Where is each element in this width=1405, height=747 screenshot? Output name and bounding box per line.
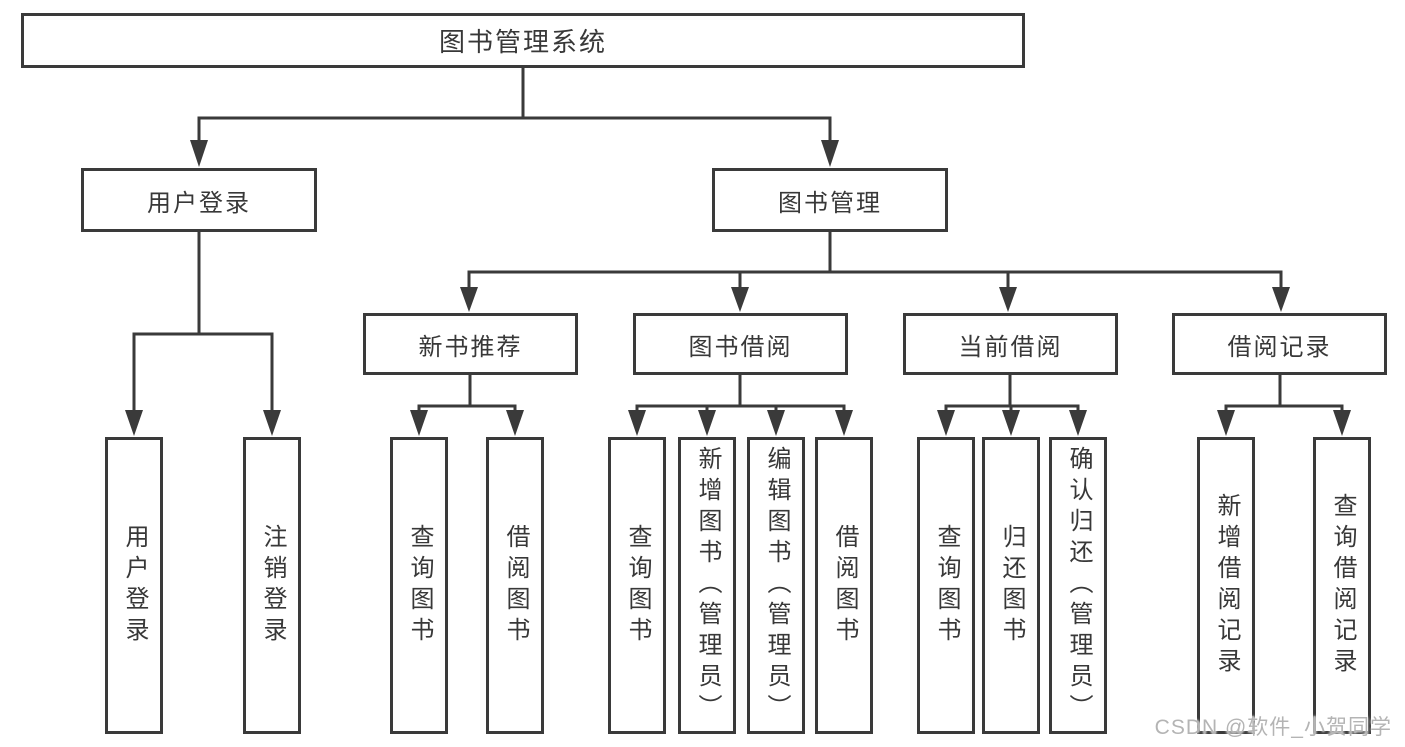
leaf-borrow-books-recommend: 借阅图书	[486, 437, 544, 734]
node-label: 图书管理	[778, 189, 882, 217]
node-label: 新增图书（管理员）	[694, 446, 721, 725]
node-label: 图书借阅	[688, 333, 793, 361]
node-label: 查询图书	[624, 523, 651, 648]
node-label: 借阅图书	[831, 523, 858, 648]
node-book-borrowing: 图书借阅	[633, 313, 848, 375]
leaf-query-books-current: 查询图书	[917, 437, 975, 734]
node-label: 查询借阅记录	[1329, 492, 1356, 679]
node-label: 用户登录	[121, 523, 148, 648]
node-label: 新书推荐	[418, 333, 523, 361]
leaf-query-books-recommend: 查询图书	[390, 437, 448, 734]
node-borrowing-records: 借阅记录	[1172, 313, 1387, 375]
node-label: 图书管理系统	[438, 27, 607, 57]
node-label: 确认归还（管理员）	[1065, 446, 1092, 725]
node-label: 借阅图书	[502, 523, 529, 648]
node-user-login: 用户登录	[81, 168, 317, 232]
node-current-borrowing: 当前借阅	[903, 313, 1118, 375]
node-new-book-recommend: 新书推荐	[363, 313, 578, 375]
node-label: 当前借阅	[958, 333, 1063, 361]
node-book-management: 图书管理	[712, 168, 948, 232]
leaf-confirm-return-admin: 确认归还（管理员）	[1049, 437, 1107, 734]
leaf-query-books-borrowing: 查询图书	[608, 437, 666, 734]
node-label: 查询图书	[933, 523, 960, 648]
node-library-management-system: 图书管理系统	[21, 13, 1025, 68]
node-label: 编辑图书（管理员）	[763, 446, 790, 725]
leaf-query-borrow-record: 查询借阅记录	[1313, 437, 1371, 734]
node-label: 借阅记录	[1227, 333, 1332, 361]
node-label: 新增借阅记录	[1213, 492, 1240, 679]
leaf-user-login: 用户登录	[105, 437, 163, 734]
leaf-add-borrow-record: 新增借阅记录	[1197, 437, 1255, 734]
leaf-borrow-books: 借阅图书	[815, 437, 873, 734]
node-label: 归还图书	[998, 523, 1025, 648]
node-label: 用户登录	[147, 189, 251, 217]
node-label: 查询图书	[406, 523, 433, 648]
leaf-return-books: 归还图书	[982, 437, 1040, 734]
leaf-logout: 注销登录	[243, 437, 301, 734]
leaf-add-books-admin: 新增图书（管理员）	[678, 437, 736, 734]
arrowheads	[125, 140, 1351, 436]
csdn-watermark: CSDN @软件_小贺同学	[1154, 716, 1392, 739]
node-label: 注销登录	[259, 523, 286, 648]
leaf-edit-books-admin: 编辑图书（管理员）	[747, 437, 805, 734]
